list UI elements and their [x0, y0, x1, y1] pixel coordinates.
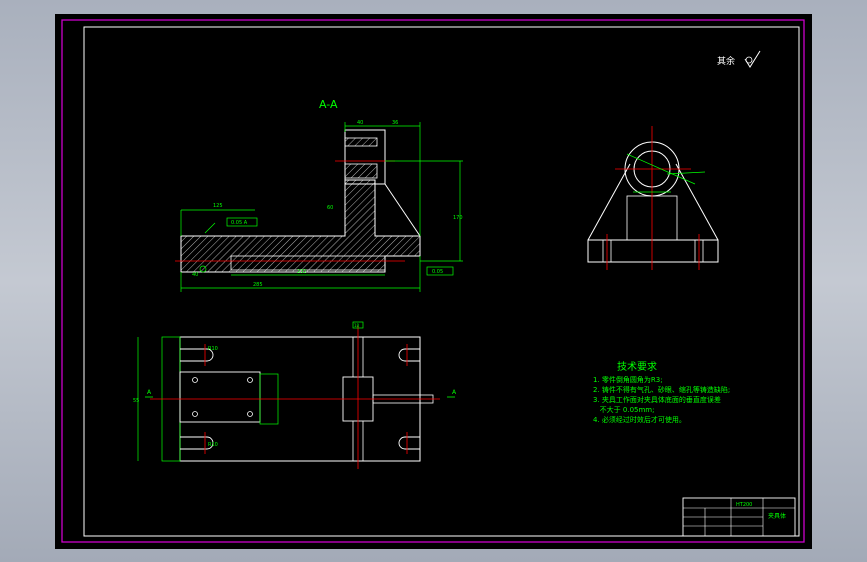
end-view	[587, 126, 719, 270]
surface-finish-symbol: 其余	[717, 50, 761, 68]
dim-upright-width: 60	[327, 205, 333, 211]
end-view-base	[587, 239, 719, 263]
dim-mid-width: 125	[213, 203, 223, 209]
tech-item-4: 不大于 0.05mm;	[593, 405, 654, 414]
plan-pocket	[179, 371, 261, 423]
dim-top-width-2: 36	[392, 120, 398, 126]
section-title: A-A	[319, 98, 338, 111]
title-part-name: 夹具体	[768, 512, 786, 520]
tech-item-5: 4. 必须经过时效后才可使用。	[593, 415, 686, 424]
title-material: HT200	[736, 502, 752, 508]
plan-u-slot-bottom-right	[398, 436, 420, 450]
tech-item-3: 3. 夹具工作面对夹具体底面的垂直度误差	[593, 395, 721, 404]
upright-hatch-mid	[344, 163, 378, 179]
section-view-aa: A-A 40 36 170	[175, 98, 463, 292]
dim-plan-width: 18	[354, 323, 360, 328]
dim-slot-length: 232	[297, 269, 307, 275]
tech-item-2: 2. 铸件不得有气孔、砂眼、缩孔等铸造缺陷;	[593, 385, 730, 394]
dim-hole-radius-bottom: R10	[208, 442, 218, 448]
tolerance-text-2: 0.05	[432, 269, 443, 275]
inner-frame	[83, 26, 800, 537]
plan-u-slot-top-right	[398, 348, 420, 362]
upright-hatch-top	[344, 137, 378, 147]
plan-u-slot-top-left	[180, 348, 214, 362]
plan-view: 55 R10 R10 18 A A	[133, 321, 457, 469]
section-body	[180, 179, 421, 273]
surface-finish-label: 其余	[717, 55, 735, 67]
dim-base-height: 40	[192, 272, 198, 278]
tolerance-text-1: 0.05 A	[231, 220, 248, 226]
section-mark-right: A	[452, 389, 457, 396]
end-view-left-flank	[587, 163, 631, 241]
cad-viewport[interactable]: 其余 A-A 40 36	[55, 14, 812, 549]
end-view-right-flank	[675, 163, 719, 241]
rib-edge	[384, 183, 421, 237]
tech-requirements-title: 技术要求	[617, 360, 657, 373]
outer-frame	[61, 19, 805, 543]
upright-column	[344, 129, 386, 185]
section-dimensions: 40 36 170 125 232 285 60 40 0.05 A 0.05	[180, 120, 463, 292]
dim-side-label: 55	[133, 398, 139, 404]
base-slot	[230, 255, 386, 271]
dim-overall-height: 170	[453, 215, 463, 221]
tolerance-frame-1	[226, 217, 258, 227]
plan-u-slot-bottom-left	[180, 436, 214, 450]
tech-requirements: 技术要求 1. 零件倒角圆角为R3; 2. 铸件不得有气孔、砂眼、缩孔等铸造缺陷…	[593, 360, 730, 424]
dim-overall-length: 285	[253, 282, 263, 288]
dim-hole-radius-top: R10	[208, 346, 218, 352]
title-block: HT200 夹具体	[682, 497, 796, 537]
drawing-canvas: 其余 A-A 40 36	[61, 19, 805, 543]
tolerance-frame-2	[426, 266, 454, 276]
dim-top-width-1: 40	[357, 120, 363, 126]
tech-item-1: 1. 零件倒角圆角为R3;	[593, 375, 663, 384]
section-mark-left: A	[147, 389, 152, 396]
